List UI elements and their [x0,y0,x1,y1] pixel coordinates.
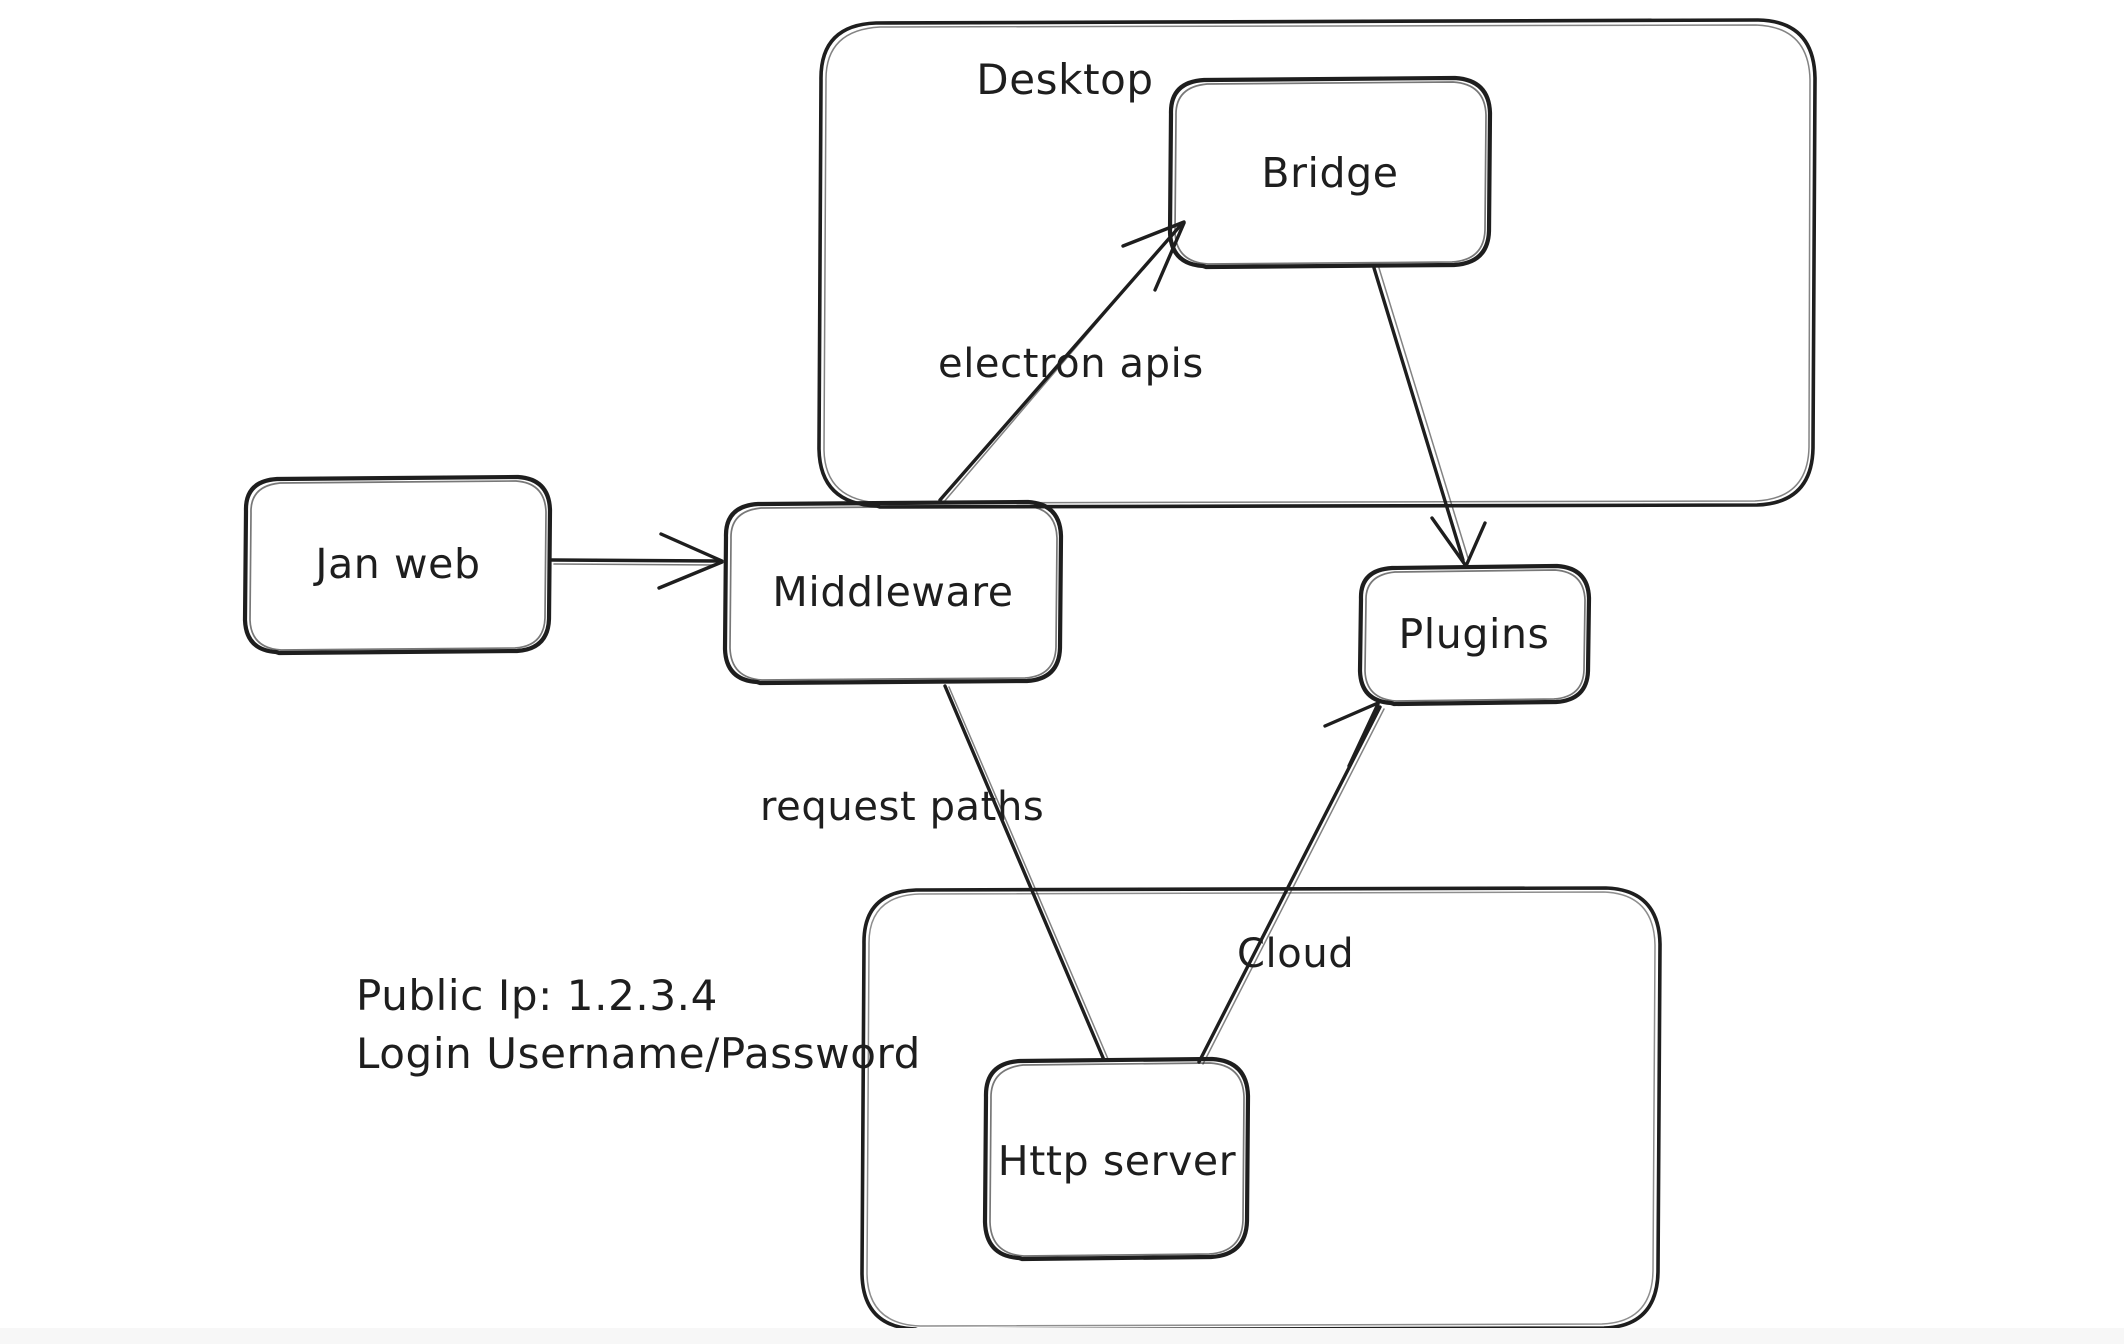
node-middleware[interactable]: Middleware [722,499,1064,686]
canvas-bottom-strip [0,1328,2124,1344]
node-label-jan-web: Jan web [312,540,480,588]
note-line-login: Login Username/Password [356,1029,921,1078]
edge-http-server-to-middleware[interactable]: request paths [760,684,1109,1062]
edge-label-cloud: Cloud [1237,931,1354,977]
node-jan-web[interactable]: Jan web [242,474,553,656]
container-label-desktop: Desktop [976,55,1153,104]
node-plugins[interactable]: Plugins [1357,563,1592,707]
node-http-server[interactable]: Http server [982,1056,1251,1262]
edge-bridge-to-plugins[interactable] [1372,266,1487,568]
edge-label-electron-apis: electron apis [938,341,1204,387]
edge-label-request-paths: request paths [760,784,1044,830]
edge-jan-web-to-middleware[interactable] [550,532,724,590]
note-line-public-ip: Public Ip: 1.2.3.4 [356,971,718,1020]
note-public-ip: Public Ip: 1.2.3.4 Login Username/Passwo… [356,971,921,1078]
node-bridge[interactable]: Bridge [1167,75,1493,270]
node-label-plugins: Plugins [1398,610,1549,658]
node-label-bridge: Bridge [1261,149,1398,197]
edge-http-server-to-plugins[interactable]: Cloud [1197,701,1385,1065]
node-label-middleware: Middleware [772,568,1013,616]
edge-middleware-to-bridge[interactable]: electron apis [938,220,1204,504]
node-label-http-server: Http server [998,1137,1236,1185]
